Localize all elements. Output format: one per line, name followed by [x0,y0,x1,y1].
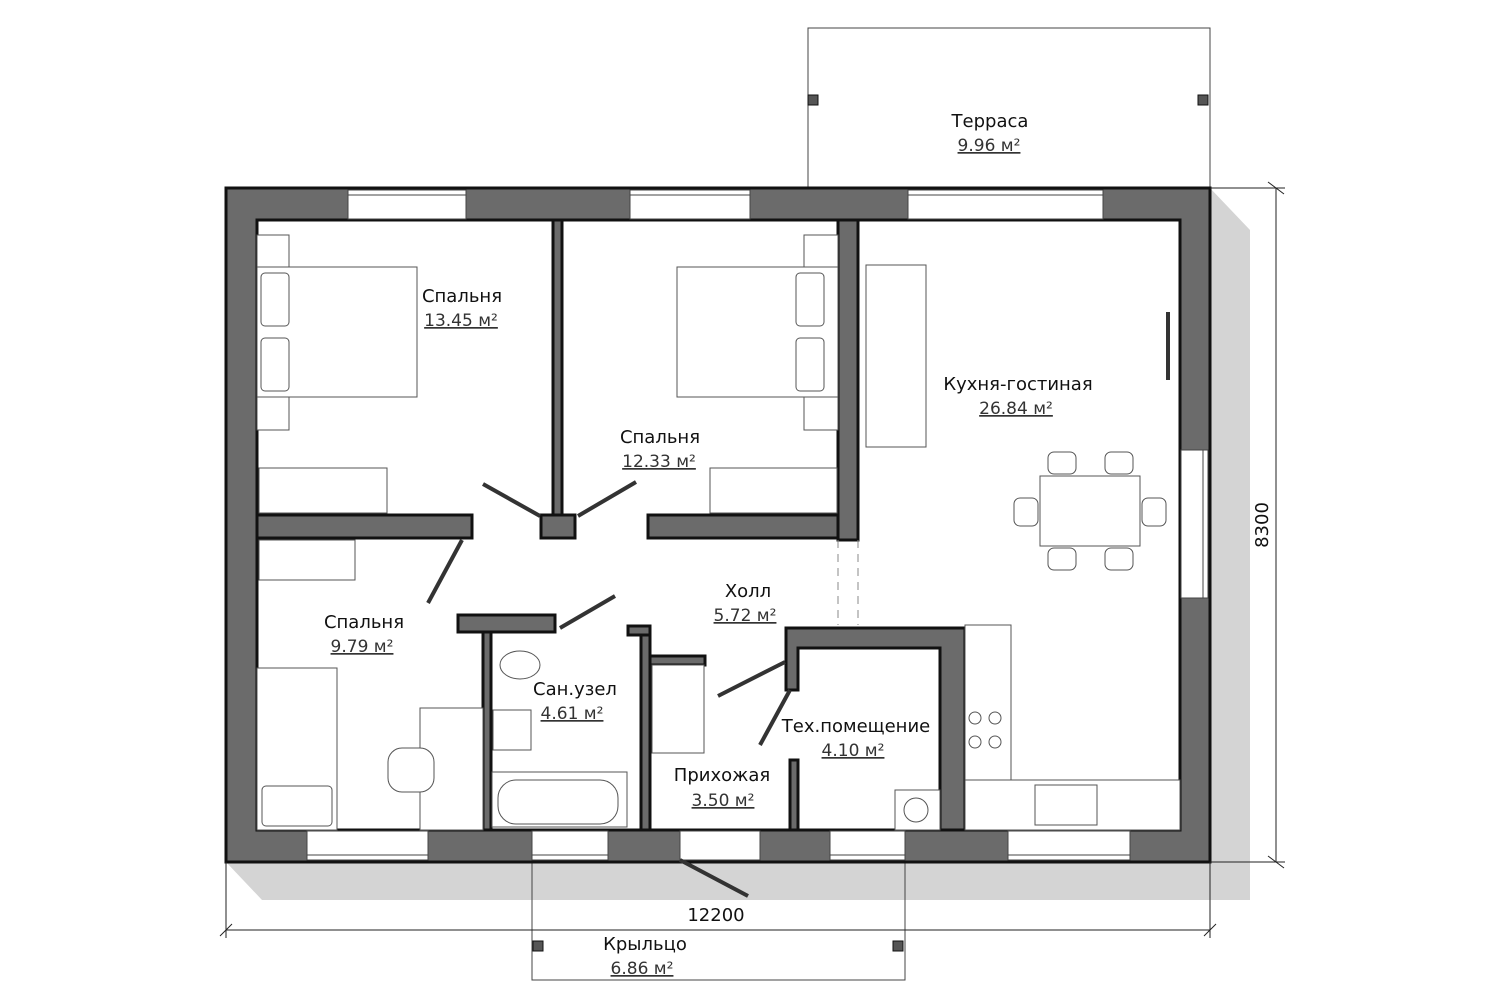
depth-dimension: 8300 [1252,502,1273,548]
outer-walls [224,186,1212,898]
room-name: Прихожая [674,765,770,786]
room-name: Спальня [620,427,700,448]
width-dimension: 12200 [687,905,744,926]
room-area: 4.10 м² [822,741,885,761]
dining-table-icon [1039,475,1141,547]
post-icon [532,940,544,952]
room-name: Сан.узел [533,679,617,700]
room-area: 6.86 м² [611,959,674,979]
washbasin-icon [492,709,532,751]
room-area: 9.96 м² [958,136,1021,156]
room-area: 4.61 м² [541,704,604,724]
hallway-wardrobe-icon [651,664,705,754]
kitchen-counter [964,624,1012,781]
room-name: Холл [725,581,771,602]
post-icon [892,940,904,952]
wardrobe-icon [709,467,838,514]
room-name: Спальня [422,286,502,307]
stove-icon [968,711,982,725]
interior-walls [255,218,967,832]
sofa-icon [865,264,927,448]
room-name: Тех.помещение [781,716,930,737]
toilet-icon [499,650,541,680]
wardrobe-icon [258,467,388,514]
room-name: Крыльцо [603,934,687,955]
porch [531,862,906,981]
doors [426,312,1170,746]
room-name: Спальня [324,612,404,633]
room-area: 13.45 м² [424,311,498,331]
room-area: 26.84 м² [979,399,1053,419]
chair-icon [387,747,435,793]
entrance-door [679,858,749,898]
post-icon [1197,94,1209,106]
room-area: 3.50 м² [692,791,755,811]
room-labels: Терраса 9.96 м² Спальня 13.45 м² Спальня… [324,111,1093,979]
furniture [256,234,1181,831]
room-name: Терраса [951,111,1029,132]
wardrobe-icon [258,539,356,581]
sink-icon [1034,784,1098,826]
room-area: 5.72 м² [714,606,777,626]
dimension-lines [219,181,1285,938]
post-icon [807,94,819,106]
terrace [807,27,1211,188]
room-name: Кухня-гостиная [943,374,1092,395]
room-area: 9.79 м² [331,637,394,657]
room-area: 12.33 м² [622,452,696,472]
